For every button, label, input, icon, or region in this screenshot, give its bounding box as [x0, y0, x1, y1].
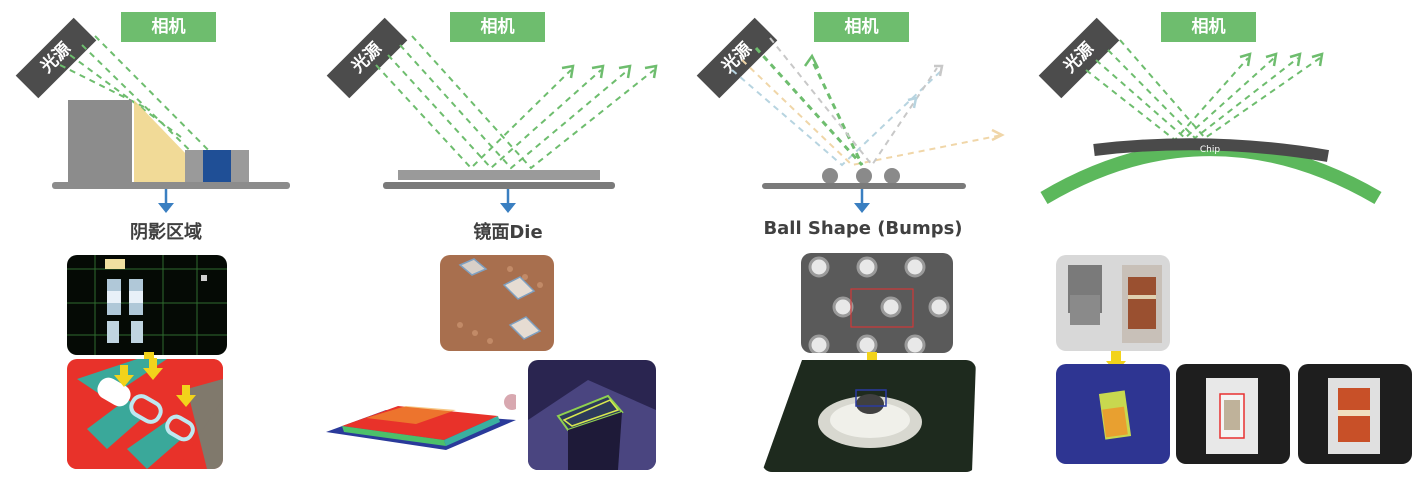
warpage-diagram: Chip FR4 board	[1040, 39, 1382, 205]
mirror-die-3d-map	[326, 380, 516, 460]
substrate	[383, 182, 615, 189]
down-arrow-icon	[854, 203, 870, 213]
chip	[1093, 138, 1330, 162]
chip-topview-photo-2	[1298, 364, 1412, 464]
yellow-arrows-overlay	[114, 358, 196, 407]
substrate	[52, 182, 290, 189]
chip-topview-photo	[1176, 364, 1290, 464]
bump-3d-image	[762, 360, 976, 472]
bump-grid-photo	[801, 253, 953, 353]
caption: 镜面Die	[473, 222, 543, 243]
tall-component	[68, 100, 132, 184]
mirror-die-pointcloud	[528, 360, 656, 470]
substrate	[762, 183, 966, 189]
caption: Ball Shape (Bumps)	[763, 218, 963, 239]
down-arrow-icon	[500, 203, 516, 213]
chip-warpage-map	[1056, 364, 1170, 464]
camera-label: 相机	[1161, 12, 1256, 42]
board-label: FR4 board	[1187, 158, 1233, 168]
ball-shape-diagram	[731, 37, 1005, 213]
camera-label: 相机	[814, 12, 909, 42]
camera-label: 相机	[121, 12, 216, 42]
panel-mirror-die: 相机 光源 镜面Die	[326, 0, 712, 479]
camera-label: 相机	[450, 12, 545, 42]
panel-shadow-area: 相机 光源 阴影区域	[0, 0, 356, 479]
chip-label: Chip	[1200, 145, 1220, 155]
bump	[822, 168, 838, 184]
chip-photo	[1056, 255, 1170, 351]
bump	[884, 168, 900, 184]
mirror-die-diagram	[375, 35, 658, 213]
down-arrow-icon	[158, 203, 174, 213]
shadow-topview-image	[67, 255, 227, 355]
mirror-die	[398, 170, 600, 180]
panel-ball-shape: 相机 光源 Ball Shape (Bumps)	[696, 0, 1068, 479]
caption: 阴影区域	[130, 222, 202, 243]
panel-warpage: 相机 光源 Chip FR4 board	[1038, 0, 1424, 479]
shadow-area-diagram	[52, 35, 290, 213]
mirror-die-photo	[440, 255, 554, 351]
small-component	[203, 150, 231, 184]
bump	[856, 168, 872, 184]
